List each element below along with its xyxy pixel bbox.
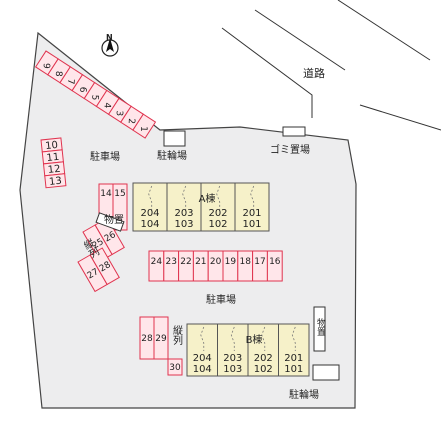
parking-space-number: 15 [114,189,125,199]
parking-space-number: 29 [155,334,167,344]
parking-space-number: 10 [45,140,59,152]
bicycle-parking-top [163,130,186,147]
unit-partition [261,326,266,351]
unit-partition [291,326,296,351]
vertical-parking-label-right: 縦列 [171,324,183,346]
unit-number-upper: 204 [193,353,212,364]
parking-space-number: 5 [89,94,99,100]
parking-space-number: 21 [195,257,206,267]
parking-space-number: 19 [225,257,237,267]
compass-label: N [106,33,113,42]
parking-space-number: 7 [65,79,75,85]
parking-space-number: 22 [180,257,191,267]
unit-number-lower: 101 [284,364,303,375]
parking-space-number: 16 [269,257,281,267]
storage-left [95,212,125,232]
compass-needle [106,38,114,52]
unit-number-lower: 102 [254,364,273,375]
bicycle-parking-top-label: 駐輪場 [157,149,187,162]
parking-space [266,250,283,282]
parking-space-number: 12 [47,164,61,176]
parking-space-number: 4 [101,102,111,109]
parking-space-number: 17 [254,257,265,267]
road-lines [221,0,441,131]
storage-right-label: 物置 [315,317,326,336]
building-name: B棟 [246,333,263,346]
unit-number-lower: 103 [174,219,193,230]
parking-space-number: 20 [210,257,222,267]
parking-space-number: 28 [141,334,153,344]
storage-left-label: 物置 [104,213,124,226]
parking-space [153,316,169,360]
parking-space-30: 30 [167,358,183,376]
parking-space-number: 18 [239,257,251,267]
unit-number-lower: 102 [208,219,227,230]
unit-number-upper: 202 [254,353,273,364]
unit-partition [148,185,153,210]
unit-partition [182,185,187,210]
unit-partition [230,326,235,351]
bicycle-parking-bottom-label: 駐輪場 [289,388,319,401]
parking-space [89,247,120,286]
north-arrow-icon: N [101,33,119,57]
road-edge [221,27,313,118]
parking-space-number: 27 [86,267,101,281]
parking-center-label: 駐車場 [206,293,236,306]
parking-space-number: 8 [53,71,63,78]
unit-number-upper: 203 [223,353,242,364]
building-name: A棟 [199,192,216,205]
bicycle-parking-bottom [312,364,340,381]
parking-space [44,173,67,189]
unit-number-upper: 201 [242,208,261,219]
parking-space-number: 13 [49,176,63,188]
parking-space-number: 11 [46,152,60,164]
parking-space-number: 14 [100,189,112,199]
parking-left-label: 駐車場 [90,150,120,163]
unit-number-upper: 204 [140,208,159,219]
storage-right [313,306,326,352]
parking-space-number: 30 [169,363,181,373]
road-edge [359,104,441,131]
parking-space-number: 2 [126,118,136,124]
unit-partition [216,185,221,210]
unit-partition [250,185,255,210]
unit-number-upper: 201 [284,353,303,364]
garbage-area [282,126,306,137]
unit-number-lower: 101 [242,219,261,230]
parking-space-number: 1 [138,126,148,132]
parking-space [167,358,183,376]
unit-partition [200,326,205,351]
unit-number-lower: 103 [223,364,242,375]
garbage-area-label: ゴミ置場 [270,143,310,156]
parking-space-number: 6 [77,86,87,93]
unit-number-lower: 104 [193,364,212,375]
unit-number-upper: 202 [208,208,227,219]
parking-space-number: 3 [114,110,124,116]
road-edge [254,9,346,71]
unit-number-lower: 104 [140,219,159,230]
road-label: 道路 [303,66,325,80]
parking-space-number: 23 [165,257,176,267]
unit-number-upper: 203 [174,208,193,219]
parking-space-number: 24 [151,257,163,267]
parking-space-number: 9 [41,63,51,70]
road-edge [337,0,431,61]
parking-space [132,113,157,139]
